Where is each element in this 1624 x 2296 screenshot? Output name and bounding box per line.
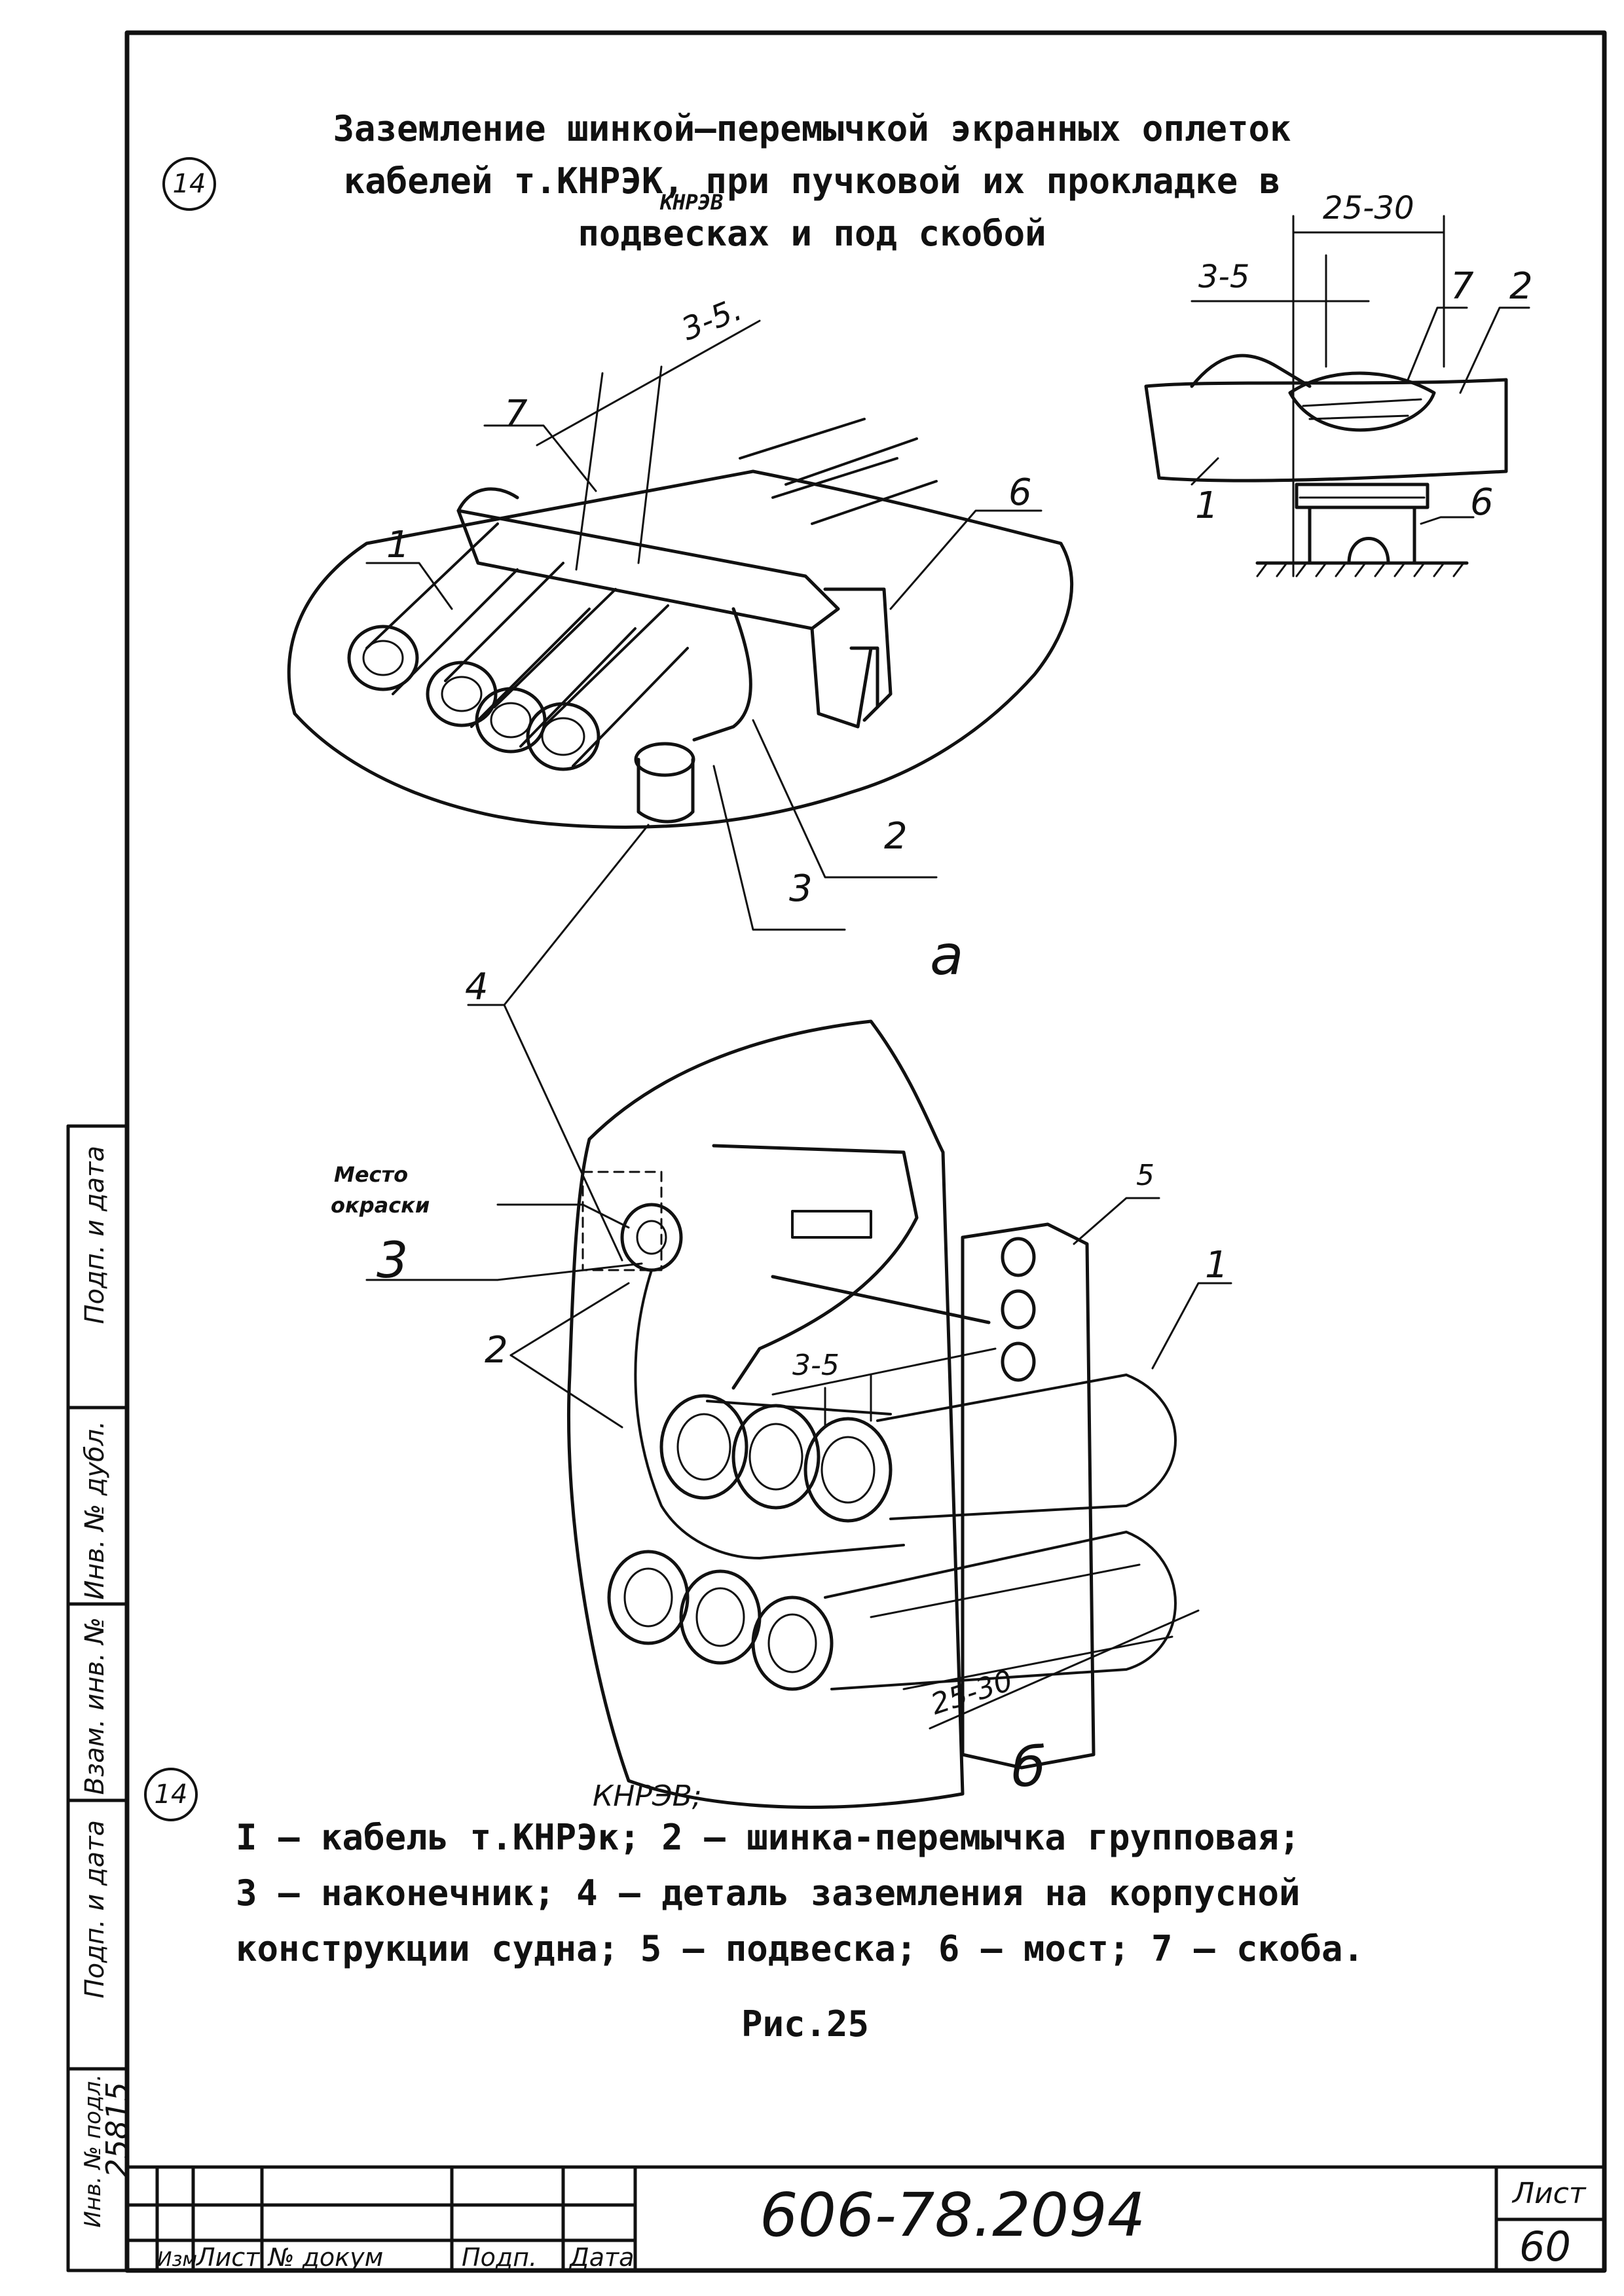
dimension-25-30-top: 25-30 — [1323, 190, 1414, 227]
title-insert: КНРЭВ — [660, 190, 724, 215]
side-stamp-podp-data-text: Подп. и дата — [80, 1820, 110, 1999]
tb-document-code: 606-78.2094 — [760, 2180, 1146, 2250]
side-stamp-vzam-inv-text: Взам. инв. № — [80, 1617, 110, 1795]
caption-line-3: конструкции судна; 5 – подвеска; 6 – мос… — [236, 1928, 1365, 1969]
side-stamp-inv-number: 25815 — [97, 2069, 135, 2265]
figure-label-b: б — [1012, 1735, 1046, 1799]
paint-site-label-1: Место — [334, 1162, 409, 1187]
title-block-grid — [125, 2165, 1606, 2272]
tb-col-sign: Подп. — [462, 2243, 538, 2272]
callout-3-fig-b: 3 — [377, 1231, 409, 1289]
callout-5: 5 — [1136, 1159, 1154, 1192]
dimension-3-5-fig-b: 3-5 — [792, 1349, 840, 1382]
caption-insert: КНРЭВ; — [593, 1779, 702, 1813]
callout-1-section: 1 — [1195, 484, 1219, 527]
side-stamp-vzam-inv: Взам. инв. № — [68, 1604, 127, 1800]
side-stamp-inv-dubl: Инв. № дубл. — [68, 1408, 127, 1604]
caption-line-2: 3 – наконечник; 4 – деталь заземления на… — [236, 1872, 1301, 1914]
dimension-3-5-top: 3-5 — [1198, 259, 1250, 295]
section-mark-bottom-text: 14 — [154, 1779, 188, 1810]
tb-sheet-number: 60 — [1519, 2223, 1571, 2270]
callout-6-section: 6 — [1470, 481, 1494, 524]
side-stamp-podp-data-top-text: Подп. и дата — [80, 1146, 110, 1324]
callout-6-fig-a: 6 — [1008, 471, 1032, 514]
title-line-2: кабелей т.КНРЭК, при пучковой их проклад… — [343, 160, 1281, 202]
tb-col-doc: № докум — [268, 2243, 384, 2272]
callout-1-fig-b: 1 — [1205, 1244, 1228, 1286]
callout-2-fig-a: 2 — [884, 815, 908, 858]
section-mark-bottom: 14 — [144, 1768, 198, 1821]
side-stamp-inv-number-text: 25815 — [100, 2082, 135, 2178]
tb-col-list: Лист — [196, 2243, 260, 2272]
callout-4: 4 — [465, 966, 489, 1008]
sheet-frame — [124, 30, 1607, 2273]
side-stamp-grid — [66, 1124, 129, 2272]
side-stamp-podp-data-top: Подп. и дата — [68, 1126, 127, 1408]
figure-number: Рис.25 — [741, 2003, 870, 2045]
figure-label-a: а — [930, 923, 964, 987]
section-detail-drawing — [1144, 215, 1530, 577]
callout-7-fig-a: 7 — [504, 393, 528, 435]
tb-sheet-label: Лист — [1513, 2177, 1586, 2210]
callout-7-section: 7 — [1450, 265, 1474, 308]
title-line-1: Заземление шинкой–перемычкой экранных оп… — [333, 108, 1291, 149]
figure-b-drawing — [365, 1019, 1232, 1809]
section-mark-top-text: 14 — [172, 169, 206, 199]
callout-3-fig-a: 3 — [789, 867, 813, 910]
tb-col-izm: Изм — [157, 2248, 198, 2271]
side-stamp-inv-dubl-text: Инв. № дубл. — [80, 1421, 110, 1600]
callout-1-fig-a: 1 — [386, 524, 410, 566]
tb-col-date: Дата — [570, 2243, 635, 2272]
caption-line-1: I – кабель т.КНРЭк; 2 – шинка-перемычка … — [236, 1817, 1301, 1858]
paint-site-label-2: окраски — [331, 1193, 430, 1218]
figure-a-drawing — [287, 319, 1074, 1262]
callout-2-fig-b: 2 — [485, 1329, 508, 1372]
callout-2-section: 2 — [1509, 265, 1533, 308]
section-mark-top: 14 — [162, 157, 216, 211]
side-stamp-podp-data: Подп. и дата — [68, 1800, 127, 2069]
title-line-3: подвесках и под скобой — [578, 213, 1046, 254]
